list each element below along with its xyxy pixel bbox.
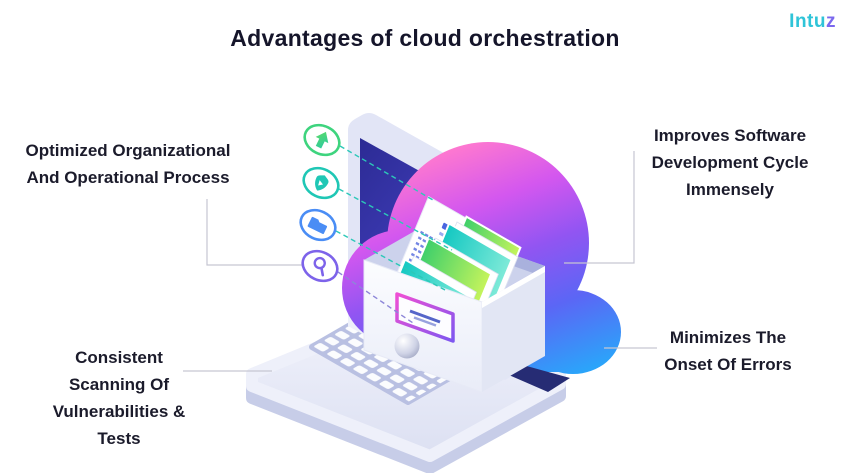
logo-text-accent: z: [826, 11, 836, 32]
label-line: Immensely: [686, 180, 774, 199]
intuz-logo: Intuz: [789, 11, 836, 33]
label-line: Scanning Of: [68, 375, 170, 394]
connector-line-top-left: [206, 199, 305, 266]
label-optimized-process: Optimized Organizational And Operational…: [8, 137, 248, 191]
label-line: Development Cycle: [651, 153, 809, 172]
label-minimizes-errors: Minimizes The Onset Of Errors: [648, 324, 808, 378]
folder-icon: [299, 208, 337, 242]
shield-icon: [302, 166, 340, 200]
page-title: Advantages of cloud orchestration: [230, 25, 620, 51]
connector-line-top-right: [564, 151, 635, 264]
upgrade-arrow-icon: [303, 123, 341, 157]
drawer-handle: [394, 333, 420, 359]
label-line: Vulnerabilities &: [52, 402, 186, 421]
dashed-link-4: [337, 271, 414, 324]
label-improves-software: Improves Software Development Cycle Imme…: [640, 122, 820, 203]
label-line: Onset Of Errors: [664, 355, 792, 374]
label-line: Improves Software: [653, 126, 807, 145]
label-line: And Operational Process: [26, 168, 230, 187]
label-line: Consistent: [75, 348, 163, 367]
dashed-links: [335, 145, 453, 324]
dashed-link-2: [338, 188, 453, 251]
label-consistent-scanning: Consistent Scanning Of Vulnerabilities &…: [30, 344, 208, 452]
label-line: Minimizes The: [669, 328, 787, 347]
label-line: Optimized Organizational: [25, 141, 231, 160]
dashed-link-3: [335, 230, 446, 291]
logo-text-main: Intu: [789, 11, 826, 32]
connector-lines: [183, 151, 657, 372]
label-line: Tests: [97, 429, 141, 448]
search-icon: [301, 249, 339, 283]
dashed-link-1: [339, 145, 434, 201]
